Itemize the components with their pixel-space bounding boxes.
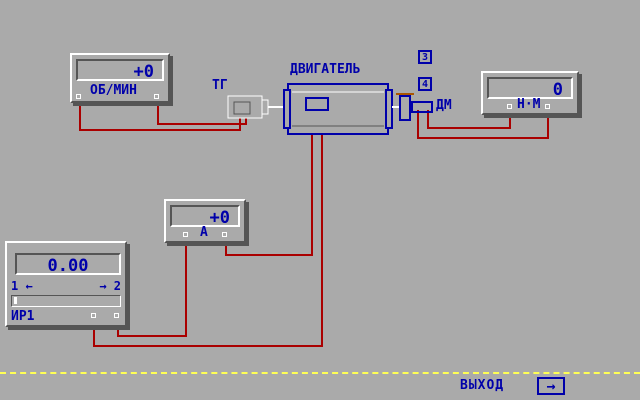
torque-display: 0 (487, 77, 573, 100)
wire-speed-b (157, 98, 247, 125)
controller-left-mark: 1 ← (11, 279, 33, 293)
torque-terminal-right[interactable] (545, 104, 550, 109)
controller-terminal-right[interactable] (114, 313, 119, 318)
speed-display: +0 (76, 59, 164, 82)
current-terminal-right[interactable] (222, 232, 227, 237)
current-terminal-left[interactable] (183, 232, 188, 237)
wire-current-b (117, 236, 187, 337)
controller-slider-knob[interactable] (14, 297, 17, 304)
controller-slider[interactable] (11, 295, 121, 307)
controller-display: 0.00 (15, 253, 121, 276)
motor-label: ДВИГАТЕЛЬ (290, 62, 361, 77)
speed-terminal-left[interactable] (76, 94, 81, 99)
torque-meter: 0 Н·М (481, 71, 579, 115)
exit-label[interactable]: ВЫХОД (460, 378, 505, 393)
torque-unit: Н·М (517, 97, 541, 112)
current-unit: А (200, 225, 208, 240)
load-selector-4[interactable]: 4 (418, 77, 432, 91)
speed-unit: ОБ/МИН (90, 83, 137, 98)
current-display: +0 (170, 205, 240, 228)
arrow-right-icon[interactable]: → (537, 377, 565, 395)
torque-terminal-left[interactable] (507, 104, 512, 109)
current-meter: +0 А (164, 199, 246, 243)
controller-panel: 0.00 1 ← → 2 ИР1 (5, 241, 127, 327)
tacho-label: ТГ (212, 78, 228, 93)
speed-terminal-right[interactable] (154, 94, 159, 99)
brake-label: ДМ (436, 98, 452, 113)
controller-right-mark: → 2 (99, 279, 121, 293)
brake-unit (396, 93, 433, 121)
speed-meter: +0 ОБ/МИН (70, 53, 170, 103)
motor (283, 83, 402, 135)
footer-divider (0, 372, 640, 374)
controller-terminal-left[interactable] (91, 313, 96, 318)
tacho-generator (227, 95, 288, 119)
load-selector-3[interactable]: 3 (418, 50, 432, 64)
controller-name: ИР1 (11, 309, 35, 324)
